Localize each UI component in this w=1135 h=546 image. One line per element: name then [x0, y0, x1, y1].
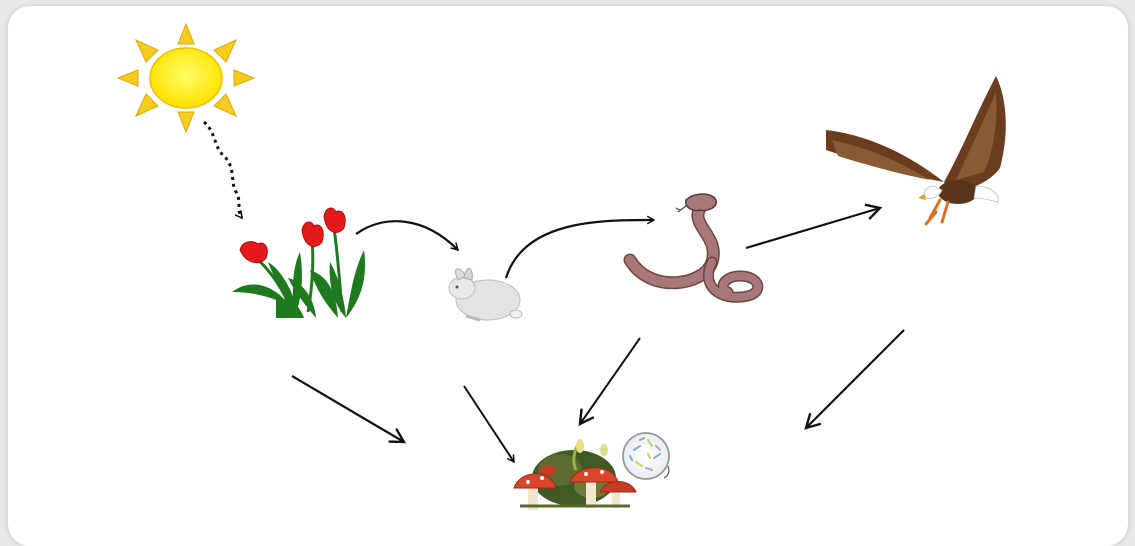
food-web-diagram — [116, 22, 1006, 510]
snake-icon — [623, 193, 764, 303]
arrow-plants-to-decomposers — [291, 375, 407, 444]
bacteria-icon — [622, 432, 670, 480]
tulips-icon — [232, 207, 366, 318]
arrow-rabbit-to-snake — [504, 220, 654, 279]
rabbit-icon — [448, 268, 523, 322]
sun-icon — [116, 22, 256, 134]
arrow-eagle-to-decomposers — [804, 329, 905, 430]
arrow-sun-to-plants — [202, 120, 244, 218]
arrow-snake-to-eagle — [745, 203, 883, 250]
arrow-rabbit-to-decomposers — [463, 385, 514, 462]
eagle-icon — [826, 76, 1006, 226]
mushrooms-icon — [513, 439, 637, 510]
arrow-plants-to-rabbit — [355, 220, 458, 250]
arrow-snake-to-decomposers — [578, 337, 641, 427]
